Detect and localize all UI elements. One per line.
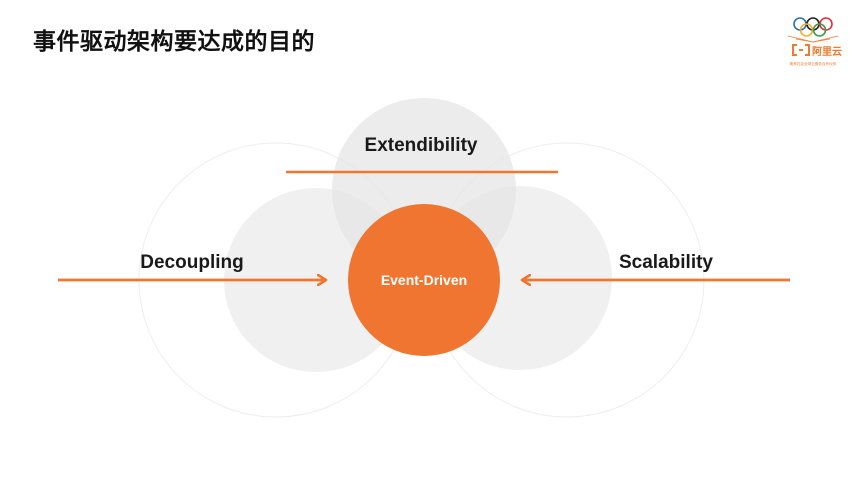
- center-label: Event-Driven: [381, 272, 467, 288]
- left-label: Decoupling: [140, 252, 243, 273]
- center-circle: [348, 204, 500, 356]
- top-label: Extendibility: [365, 135, 478, 156]
- olympic-rings-icon: [793, 17, 833, 37]
- logo-tagline: 奥林匹克全球云服务合作伙伴: [790, 61, 837, 66]
- sunburst-icon: [787, 35, 839, 43]
- right-label: Scalability: [619, 252, 713, 273]
- page-title: 事件驱动架构要达成的目的: [33, 29, 315, 55]
- aliyun-bracket-icon: [792, 44, 810, 56]
- alibaba-cloud-olympic-logo: 阿里云 奥林匹克全球云服务合作伙伴: [787, 17, 842, 66]
- logo-brand-text: 阿里云: [812, 46, 842, 58]
